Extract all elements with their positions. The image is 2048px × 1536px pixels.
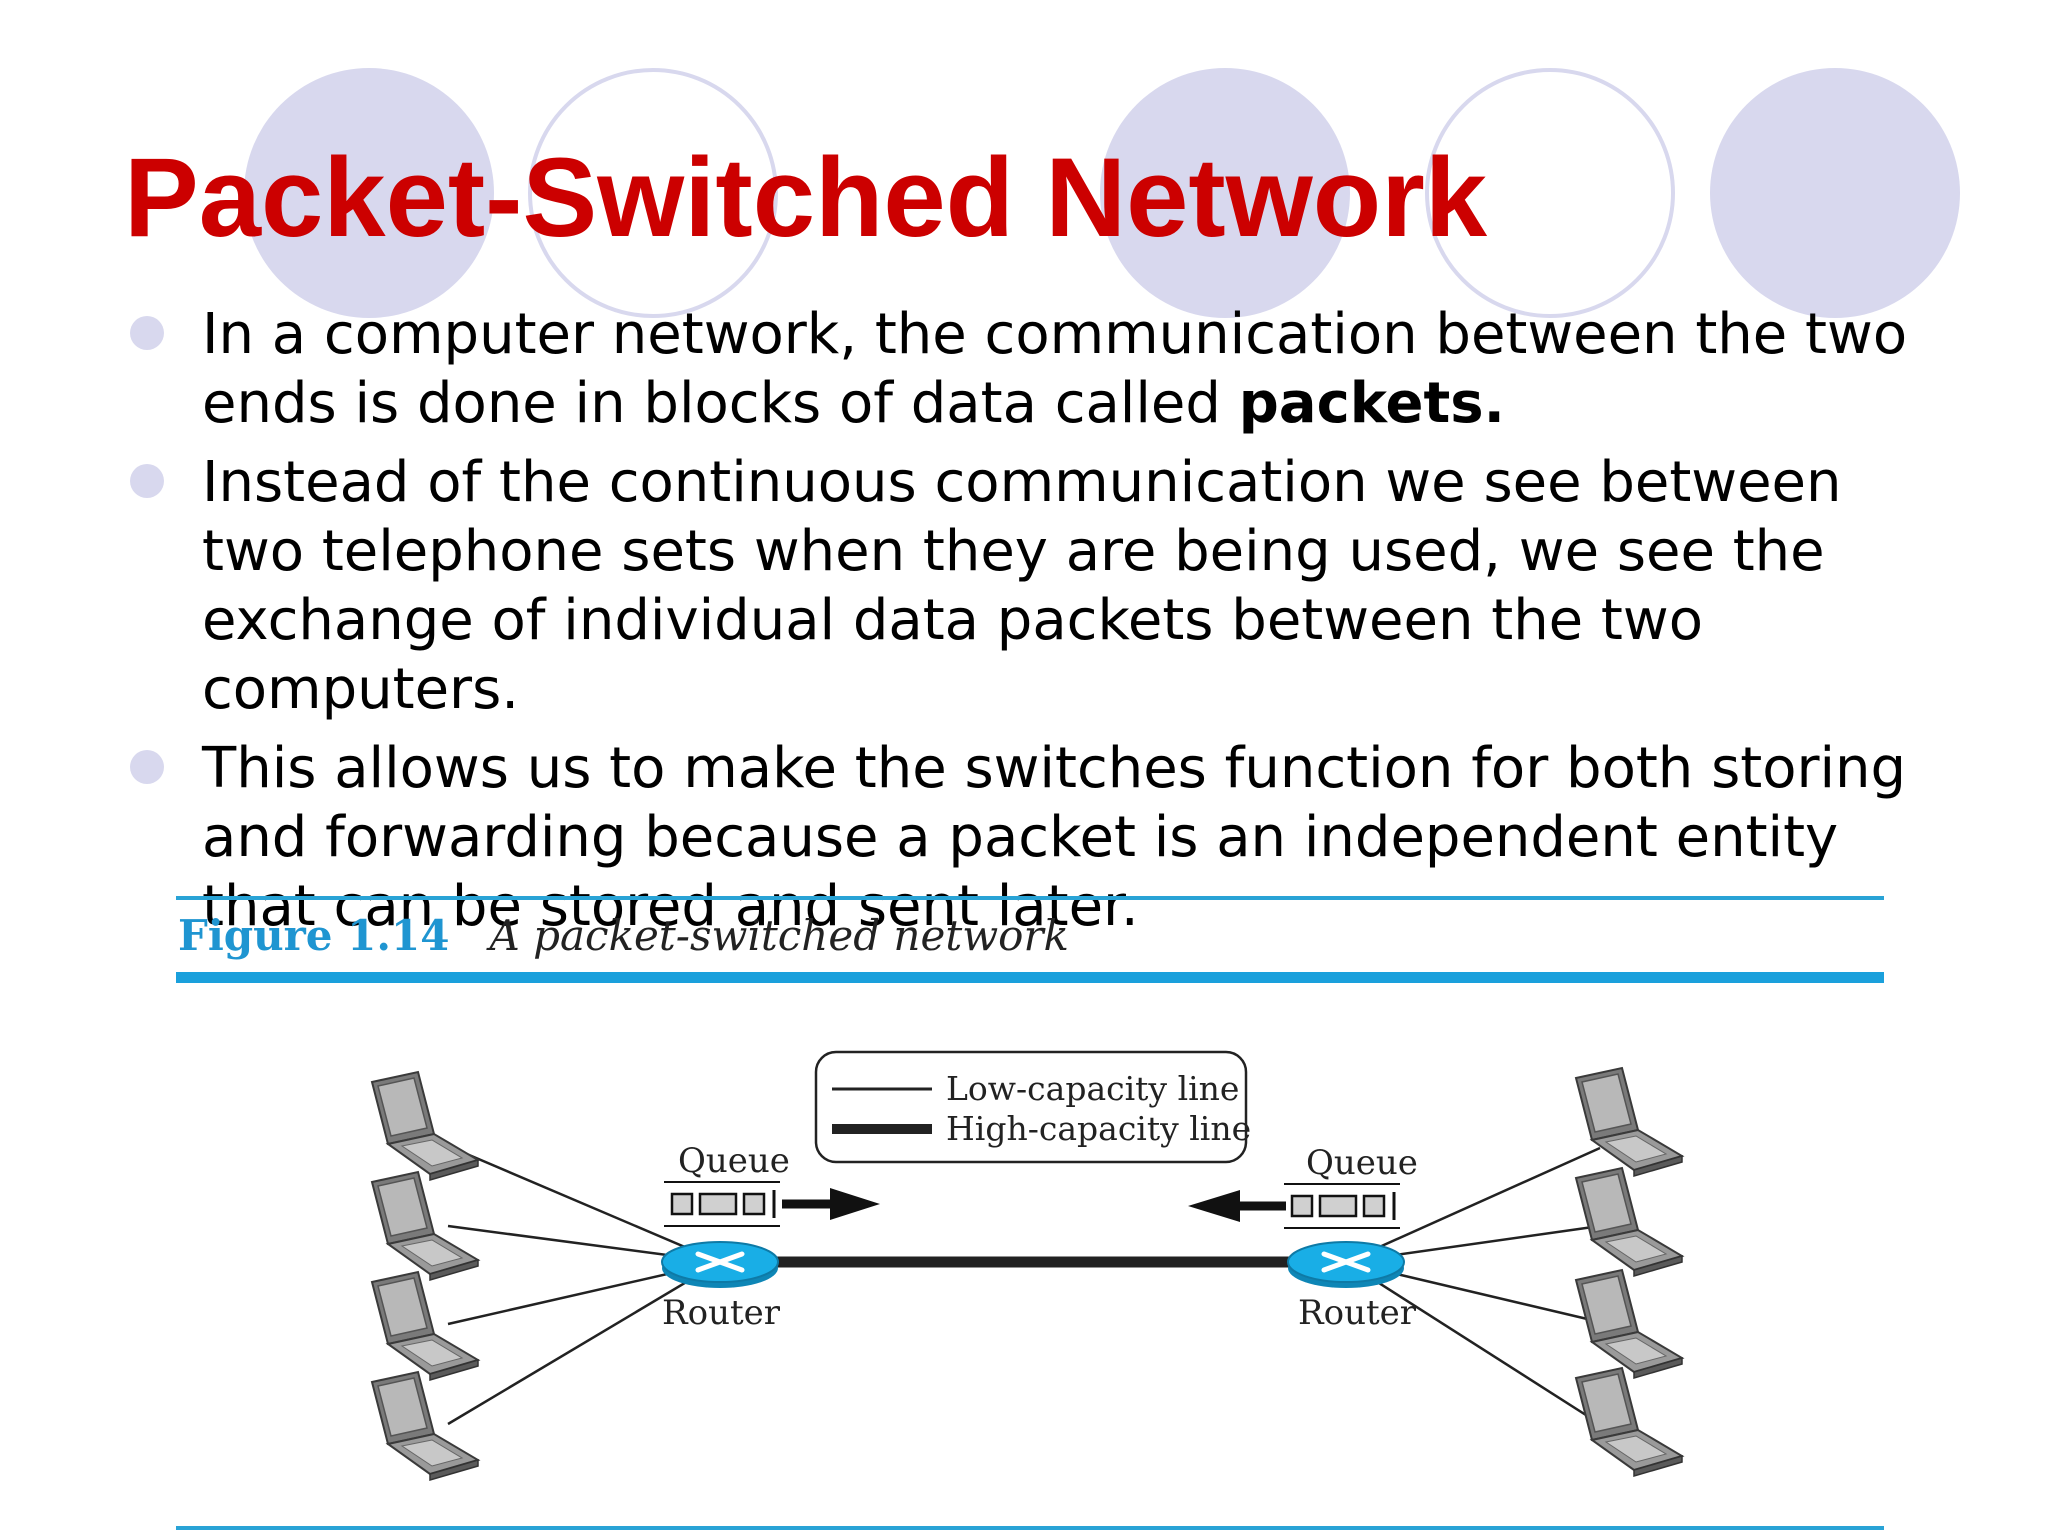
bullet-list: In a computer network, the communication… bbox=[120, 300, 1940, 951]
laptop-icon bbox=[371, 1171, 479, 1281]
laptop-icon bbox=[1575, 1269, 1683, 1379]
figure-number: Figure 1.14 bbox=[178, 911, 450, 960]
decorative-ring bbox=[1425, 68, 1675, 318]
router-label: Router bbox=[1298, 1293, 1417, 1333]
bullet-bold-term: packets. bbox=[1238, 371, 1505, 436]
slide-title: Packet-Switched Network bbox=[124, 135, 1488, 260]
arrow-icon bbox=[782, 1188, 880, 1220]
low-capacity-links-right bbox=[1345, 1146, 1601, 1426]
laptop-icon bbox=[371, 1071, 479, 1181]
laptop-icon bbox=[1575, 1067, 1683, 1177]
bullet-dot-icon bbox=[130, 316, 164, 350]
router-icon bbox=[1288, 1242, 1404, 1288]
figure-title: A packet-switched network bbox=[489, 911, 1069, 960]
router-icon bbox=[662, 1242, 778, 1288]
figure-top-rule bbox=[176, 896, 1884, 900]
bullet-item: In a computer network, the communication… bbox=[120, 300, 1940, 438]
laptop-icon bbox=[371, 1371, 479, 1481]
decorative-circle bbox=[244, 68, 494, 318]
legend-high-capacity: High-capacity line bbox=[946, 1109, 1251, 1148]
decorative-ring bbox=[528, 68, 778, 318]
queue-buffer-icon bbox=[662, 1180, 782, 1228]
bullet-text: This allows us to make the switches func… bbox=[202, 736, 1907, 939]
queue-buffer-icon bbox=[1282, 1182, 1402, 1230]
router-label: Router bbox=[662, 1293, 781, 1333]
figure-header-rule bbox=[176, 972, 1884, 983]
bullet-text: Instead of the continuous communication … bbox=[202, 450, 1842, 722]
arrow-icon bbox=[1188, 1190, 1286, 1222]
figure-caption: Figure 1.14 A packet-switched network bbox=[178, 908, 1069, 964]
bullet-dot-icon bbox=[130, 750, 164, 784]
laptop-icon bbox=[371, 1271, 479, 1381]
legend-low-capacity: Low-capacity line bbox=[946, 1069, 1239, 1108]
queue-label: Queue bbox=[678, 1141, 790, 1181]
bullet-item: This allows us to make the switches func… bbox=[120, 734, 1940, 941]
diagram-legend: Low-capacity line High-capacity line bbox=[814, 1050, 1251, 1164]
laptop-icon bbox=[1575, 1167, 1683, 1277]
bullet-dot-icon bbox=[130, 464, 164, 498]
figure-bottom-rule bbox=[176, 1526, 1884, 1530]
low-capacity-links-left bbox=[447, 1144, 721, 1426]
bullet-text: In a computer network, the communication… bbox=[202, 302, 1908, 436]
bullet-item: Instead of the continuous communication … bbox=[120, 448, 1940, 724]
decorative-circle bbox=[1710, 68, 1960, 318]
laptop-icon bbox=[1575, 1367, 1683, 1477]
queue-label: Queue bbox=[1306, 1143, 1418, 1183]
decorative-circle bbox=[1100, 68, 1350, 318]
